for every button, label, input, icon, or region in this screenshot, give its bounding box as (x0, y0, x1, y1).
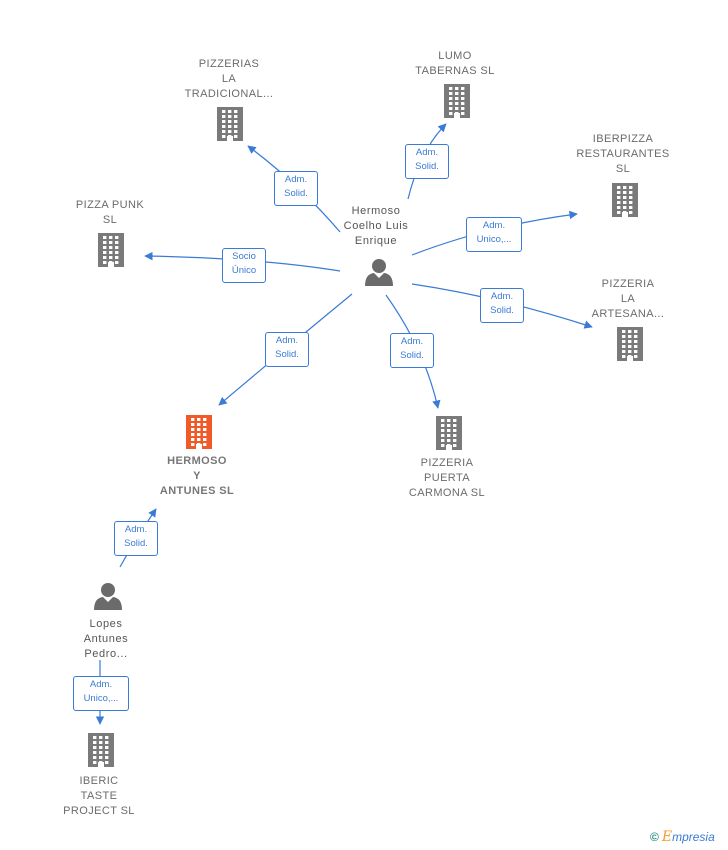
relation-label-line: Unico,... (83, 693, 119, 704)
node-label-line: IBERIC (79, 775, 119, 787)
relation-label-line: Solid. (124, 538, 148, 549)
relation-label-line: Solid. (400, 350, 424, 361)
node-label-line: SL (615, 163, 631, 175)
node-label-line: HERMOSO (167, 455, 227, 467)
relation-label-line: Solid. (275, 349, 299, 360)
building-icon-lumo_tabernas[interactable] (444, 84, 470, 118)
node-label-line: PROJECT SL (63, 805, 135, 817)
relation-label-line: Unico,... (476, 234, 512, 245)
node-label-line: Antunes (83, 633, 129, 645)
relation-label-pizzerias_tradicional[interactable]: Adm. Solid. (274, 171, 318, 206)
building-icon-iberpizza[interactable] (612, 183, 638, 217)
node-label-line: PIZZA PUNK (75, 199, 145, 211)
building-icon-pizza_punk[interactable] (98, 233, 124, 267)
relation-label-line: Solid. (415, 161, 439, 172)
node-label-line: PIZZERIA (601, 278, 655, 290)
node-label-line: IBERPIZZA (592, 133, 654, 145)
relation-label-pizzeria_carmona[interactable]: Adm. Solid. (390, 333, 434, 368)
node-label-pizza_punk[interactable]: PIZZA PUNK SL (76, 198, 144, 228)
relation-label-lumo_tabernas[interactable]: Adm. Solid. (405, 144, 449, 179)
building-icon-hermoso_antunes[interactable] (186, 415, 212, 449)
relation-label-iberpizza[interactable]: Adm. Unico,... (466, 217, 522, 252)
node-label-iberpizza[interactable]: IBERPIZZA RESTAURANTES SL (576, 132, 669, 177)
building-icon-pizzeria_carmona[interactable] (436, 416, 462, 450)
building-icon-pizzeria_artesana[interactable] (617, 327, 643, 361)
relation-label-line: Adm. (490, 291, 514, 302)
node-label-line: RESTAURANTES (576, 148, 670, 160)
node-label-line: PIZZERIAS (198, 58, 260, 70)
node-label-line: TASTE (80, 790, 118, 802)
relation-label-line: Adm. (284, 174, 308, 185)
node-label-line: ARTESANA... (591, 308, 665, 320)
building-icon-pizzerias_tradicional[interactable] (217, 107, 243, 141)
node-label-iberic_taste[interactable]: IBERIC TASTE PROJECT SL (63, 774, 135, 819)
node-label-line: LA (221, 73, 237, 85)
node-label-pizzerias_tradicional[interactable]: PIZZERIAS LA TRADICIONAL... (185, 57, 274, 102)
node-label-line: Coelho Luis (343, 220, 409, 232)
node-label-line: TRADICIONAL... (184, 88, 274, 100)
relation-label-line: Socio (232, 251, 256, 262)
relation-label-line: Adm. (400, 336, 424, 347)
building-icon-iberic_taste[interactable] (88, 733, 114, 767)
relation-label-iberic_taste[interactable]: Adm. Unico,... (73, 676, 129, 711)
node-label-line: PUERTA (423, 472, 471, 484)
relation-label-line: Solid. (490, 305, 514, 316)
node-label-pizzeria_artesana[interactable]: PIZZERIA LA ARTESANA... (592, 277, 665, 322)
relation-label-hermoso_antunes[interactable]: Adm. Solid. (265, 332, 309, 367)
relation-label-line: Adm. (415, 147, 439, 158)
brand-logo-initial: E (661, 829, 673, 845)
person-icon-lopes_antunes[interactable] (94, 583, 122, 610)
node-label-line: CARMONA SL (408, 487, 486, 499)
relation-label-line: Adm. (124, 524, 148, 535)
relation-label-line: Solid. (284, 188, 308, 199)
relation-label-line: Adm. (482, 220, 506, 231)
relation-label-line: Único (231, 265, 257, 276)
node-label-line: SL (102, 214, 118, 226)
relation-label-line: Adm. (275, 335, 299, 346)
node-label-line: Enrique (354, 235, 398, 247)
copyright-icon: © (650, 830, 659, 844)
relation-label-line: Adm. (89, 679, 113, 690)
person-icon-hermoso_coelho[interactable] (365, 259, 393, 286)
node-label-line: LA (620, 293, 636, 305)
node-label-line: Pedro... (84, 648, 128, 660)
brand-name: mpresia (672, 830, 715, 844)
node-label-pizzeria_carmona[interactable]: PIZZERIA PUERTA CARMONA SL (409, 456, 485, 501)
brand-footer: ©Empresia (650, 829, 715, 845)
node-label-line: Y (193, 470, 201, 482)
node-label-line: TABERNAS SL (415, 65, 495, 77)
node-label-lumo_tabernas[interactable]: LUMO TABERNAS SL (415, 49, 494, 79)
node-label-line: PIZZERIA (420, 457, 474, 469)
node-label-line: ANTUNES SL (159, 485, 235, 497)
relation-label-hermoso_antunes[interactable]: Adm. Solid. (114, 521, 158, 556)
node-label-line: Hermoso (351, 205, 401, 217)
node-label-line: LUMO (438, 50, 472, 62)
node-label-line: Lopes (89, 618, 123, 630)
relation-label-pizzeria_artesana[interactable]: Adm. Solid. (480, 288, 524, 323)
node-label-hermoso_antunes[interactable]: HERMOSO Y ANTUNES SL (160, 454, 234, 499)
